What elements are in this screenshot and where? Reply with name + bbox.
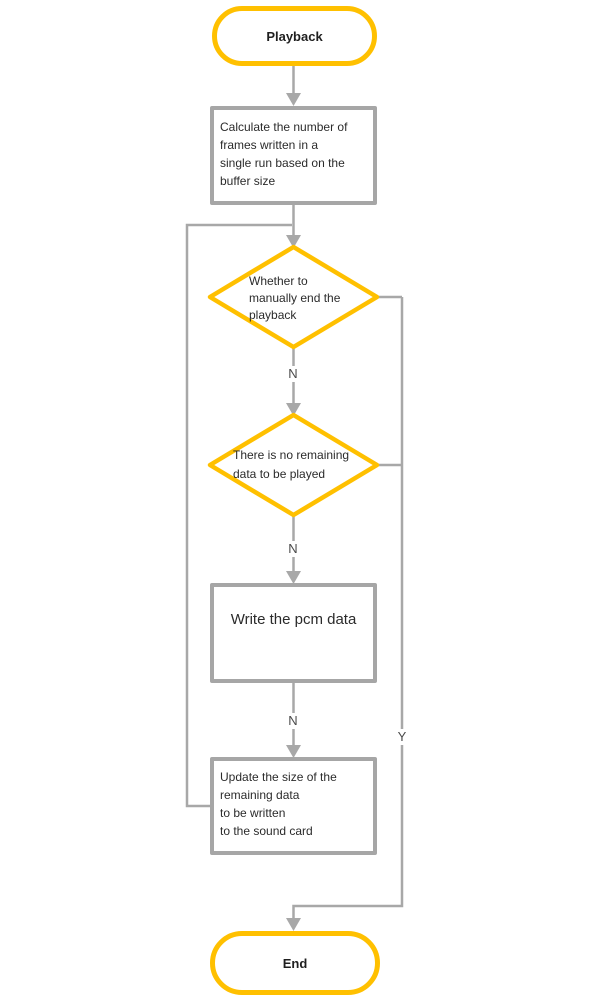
process-update-remaining-size: Update the size of the remaining data to… bbox=[210, 757, 377, 855]
arrowhead-into-decision1 bbox=[286, 235, 301, 248]
process-calculate-frames: Calculate the number of frames written i… bbox=[210, 106, 377, 205]
arrowhead-into-decision2 bbox=[286, 403, 301, 416]
arrowhead-into-calculate bbox=[286, 93, 301, 106]
edge-label-yes-branch: Y bbox=[393, 729, 411, 745]
arrowhead-into-update bbox=[286, 745, 301, 758]
edge-label-after-write: N bbox=[284, 713, 302, 729]
edge-label-decision1-no: N bbox=[284, 366, 302, 382]
connector-yes-rail-to-end bbox=[292, 297, 404, 919]
arrowhead-into-end bbox=[286, 918, 301, 931]
decision-manual-end-label: Whether to manually end the playback bbox=[249, 274, 341, 322]
edge-label-decision2-no: N bbox=[284, 541, 302, 557]
arrowhead-into-write bbox=[286, 571, 301, 584]
process-write-pcm-data: Write the pcm data bbox=[210, 583, 377, 683]
decision-manual-end-shape bbox=[207, 244, 380, 350]
decision-no-remaining-data-shape bbox=[207, 412, 380, 518]
start-node: Playback bbox=[212, 6, 377, 66]
end-node: End bbox=[210, 931, 380, 995]
connector-loop-back bbox=[185, 223, 292, 808]
decision-no-remaining-data-label: There is no remaining data to be played bbox=[233, 448, 350, 481]
